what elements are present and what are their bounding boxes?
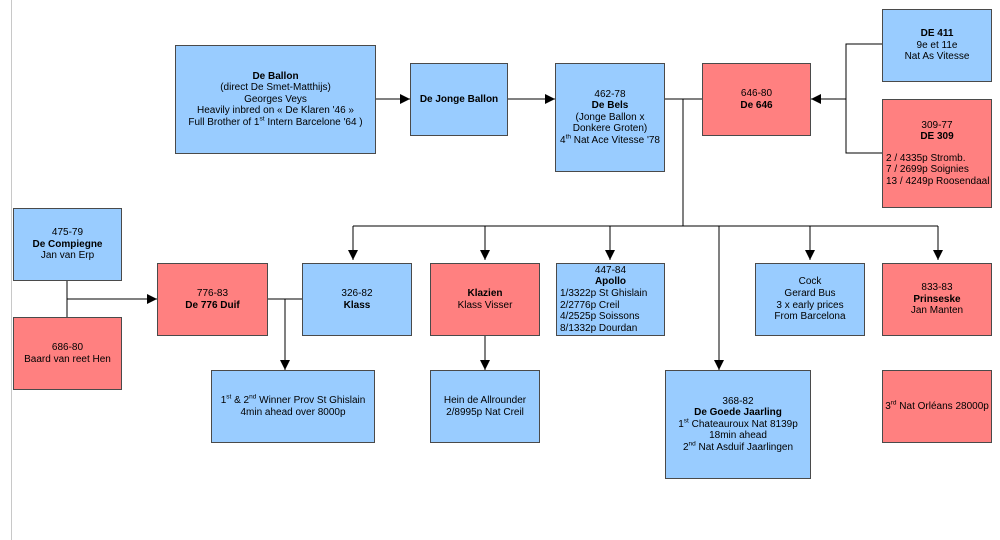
node-result: 4/2525p Soissons: [560, 311, 640, 323]
node-prinseske: 833-83 Prinseske Jan Manten: [882, 263, 992, 336]
node-ring: 447-84: [594, 264, 627, 276]
node-text: Klass Visser: [457, 299, 513, 311]
page-margin-line: [11, 0, 12, 540]
node-text: Gerard Bus: [784, 287, 836, 299]
node-de-411: DE 411 9e et 11e Nat As Vitesse: [882, 9, 992, 82]
node-name: Apollo: [594, 276, 627, 288]
node-klass: 326-82 Klass: [302, 263, 412, 336]
node-name: De Ballon: [252, 70, 299, 82]
node-name: Prinseske: [913, 293, 961, 305]
node-text: Cock: [798, 276, 822, 288]
node-cock: Cock Gerard Bus 3 x early prices From Ba…: [755, 263, 865, 336]
node-text: 9e et 11e: [916, 39, 958, 51]
node-de-309: 309-77 DE 309 2 / 4335p Stromb. 7 / 2699…: [882, 99, 992, 208]
node-ring: 309-77: [921, 119, 953, 131]
node-de-goede-jaarling: 368-82 De Goede Jaarling 1st Chateauroux…: [665, 370, 811, 479]
node-apollo: 447-84 Apollo 1/3322p St Ghislain 2/2776…: [556, 263, 665, 336]
node-ring: 686-80: [51, 341, 84, 353]
node-text: Jan Manten: [910, 305, 964, 317]
node-name: De Bels: [591, 100, 629, 112]
node-text: From Barcelona: [774, 311, 846, 323]
node-text: (Jonge Ballon x: [575, 111, 645, 123]
node-text: 2nd Nat Asduif Jaarlingen: [682, 440, 794, 453]
node-name: De 646: [740, 99, 773, 111]
node-text: 1st Chateauroux Nat 8139p: [678, 417, 798, 430]
node-text: Heavily inbred on « De Klaren '46 »: [196, 105, 354, 117]
node-text: 4min ahead over 8000p: [240, 406, 346, 418]
node-name: De Compiegne: [32, 238, 103, 250]
node-text: 3 x early prices: [776, 299, 844, 311]
node-name: De Goede Jaarling: [694, 407, 782, 419]
node-de-bels: 462-78 De Bels (Jonge Ballon x Donkere G…: [555, 63, 665, 172]
node-ring: 462-78: [594, 88, 626, 100]
node-de-776-duif: 776-83 De 776 Duif: [157, 263, 268, 336]
node-winner-prov-st-ghislain: 1st & 2nd Winner Prov St Ghislain 4min a…: [211, 370, 375, 443]
node-name: DE 309: [920, 131, 954, 143]
node-result: 13 / 4249p Roosendaal: [886, 175, 990, 187]
node-ring: 646-80: [740, 87, 773, 99]
node-text: 4th Nat Ace Vitesse '78: [560, 133, 660, 146]
node-ring: 368-82: [722, 395, 754, 407]
node-text: Georges Veys: [244, 93, 307, 105]
node-name: DE 411: [920, 28, 954, 40]
node-de-jonge-ballon: De Jonge Ballon: [410, 63, 508, 136]
node-result: 1/3322p St Ghislain: [560, 287, 648, 299]
edge-411-309-bracket: [845, 43, 882, 154]
node-text: Donkere Groten): [572, 123, 648, 135]
node-result: 2/2776p Creil: [560, 299, 620, 311]
node-result: 7 / 2699p Soignies: [886, 164, 969, 176]
node-ring: 326-82: [341, 287, 373, 299]
node-klazien: Klazien Klass Visser: [430, 263, 540, 336]
node-text: 3rd Nat Orléans 28000p: [885, 399, 989, 412]
node-text: Jan van Erp: [40, 250, 95, 262]
node-hein-de-allrounder: Hein de Allrounder 2/8995p Nat Creil: [430, 370, 540, 443]
node-ring: 776-83: [196, 287, 229, 299]
node-name: Klazien: [467, 287, 503, 299]
node-text: 2/8995p Nat Creil: [446, 406, 524, 418]
node-de-compiegne: 475-79 De Compiegne Jan van Erp: [13, 208, 122, 281]
node-text: Nat As Vitesse: [904, 51, 970, 63]
node-ring: 833-83: [921, 282, 953, 294]
node-orleans-result: 3rd Nat Orléans 28000p: [882, 370, 992, 443]
node-text: Hein de Allrounder: [443, 394, 527, 406]
node-text: Baard van reet Hen: [24, 353, 111, 365]
node-text: 18min ahead: [709, 430, 767, 442]
node-result: 2 / 4335p Stromb.: [886, 152, 966, 164]
node-text: (direct De Smet-Matthijs): [220, 82, 331, 94]
node-name: De 776 Duif: [185, 299, 240, 311]
node-name: Klass: [343, 299, 371, 311]
node-de-646: 646-80 De 646: [702, 63, 811, 136]
node-result: 8/1332p Dourdan: [560, 322, 638, 334]
node-text: 1st & 2nd Winner Prov St Ghislain: [220, 393, 366, 406]
node-de-ballon: De Ballon (direct De Smet-Matthijs) Geor…: [175, 45, 376, 154]
node-name: De Jonge Ballon: [419, 93, 499, 105]
node-ring: 475-79: [51, 227, 84, 239]
node-baard-van-reet-hen: 686-80 Baard van reet Hen: [13, 317, 122, 390]
node-text: Full Brother of 1st Intern Barcelone '64…: [188, 115, 363, 128]
